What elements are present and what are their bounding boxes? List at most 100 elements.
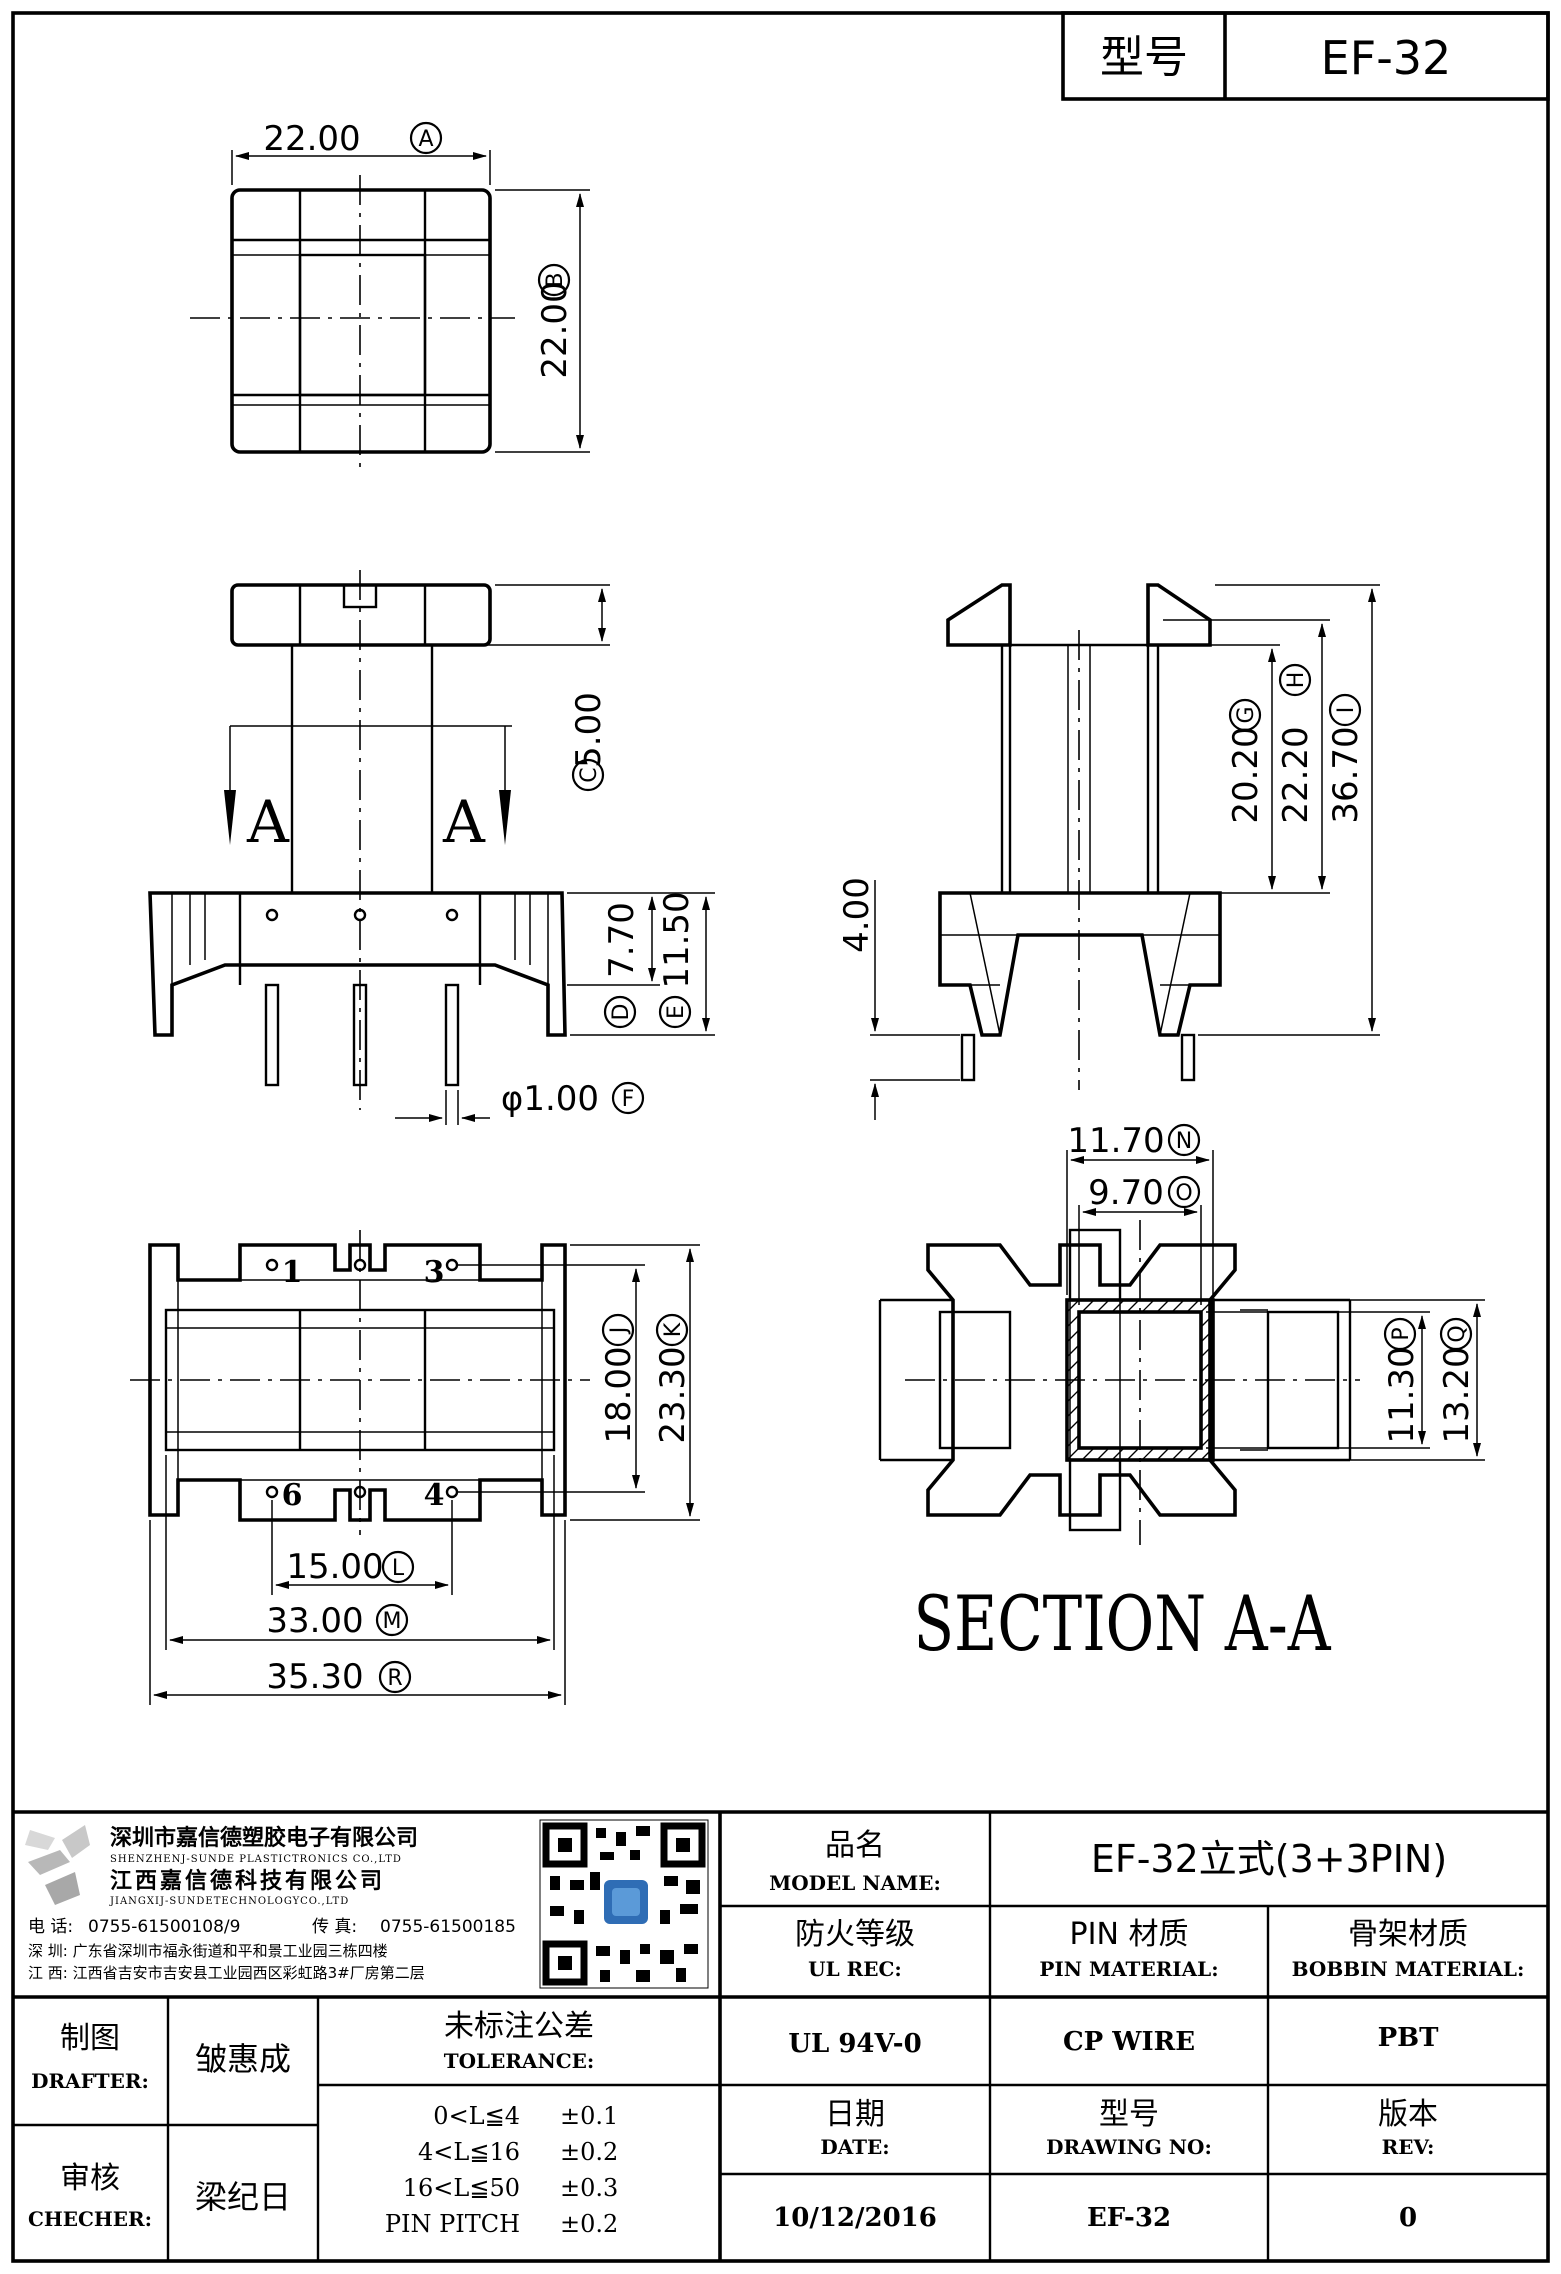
date-cn: 日期 bbox=[825, 2097, 885, 2132]
dim-e-circle bbox=[658, 995, 692, 1029]
checker-value: 梁纪日 bbox=[195, 2178, 291, 2216]
dim-m-value: 33.00 bbox=[266, 1601, 363, 1641]
dim-g-value: 20.20 bbox=[1226, 726, 1266, 823]
dim-d-value: 7.70 bbox=[602, 902, 642, 978]
model-name-en: MODEL NAME: bbox=[769, 1871, 941, 1895]
sheet-border bbox=[11, 11, 1550, 2263]
dim-n-letter: N bbox=[1176, 1129, 1192, 1154]
tolerance-range-3: 16<L≦50 bbox=[403, 2174, 520, 2202]
dim-c-circle bbox=[571, 758, 605, 792]
dim-b-letter: B bbox=[543, 272, 568, 287]
dim-q-value: 13.20 bbox=[1437, 1346, 1477, 1443]
dim-a-letter: A bbox=[418, 127, 433, 152]
dim-o-letter: O bbox=[1175, 1181, 1192, 1206]
section-mark-right: A bbox=[442, 788, 486, 856]
dim-g-letter: G bbox=[1234, 706, 1259, 723]
rev-value: 0 bbox=[1399, 2203, 1417, 2233]
dim-c-value: 5.00 bbox=[569, 692, 609, 768]
section-hatch bbox=[1066, 1299, 1214, 1461]
ul-rec-value: UL 94V-0 bbox=[788, 2029, 921, 2059]
tolerance-range-2: 4<L≦16 bbox=[418, 2138, 520, 2166]
dim-e-letter: E bbox=[664, 1005, 689, 1019]
bobbin-material-cn: 骨架材质 bbox=[1348, 1917, 1468, 1952]
dim-pin-offset-value: 4.00 bbox=[837, 877, 877, 953]
tolerance-value-4: ±0.2 bbox=[560, 2210, 618, 2238]
front-view: A A 5.00 C 7.70 D 11.50 E bbox=[148, 570, 715, 1125]
ul-rec-cn: 防火等级 bbox=[795, 1917, 915, 1952]
drawing-no-cn: 型号 bbox=[1099, 2097, 1159, 2132]
dim-g-circle bbox=[1228, 698, 1262, 732]
dim-q-circle bbox=[1439, 1317, 1473, 1351]
pin-number-6: 6 bbox=[282, 1478, 303, 1513]
dim-k-circle bbox=[655, 1313, 689, 1347]
company-name-sz: 深圳市嘉信德塑胶电子有限公司 bbox=[110, 1825, 418, 1851]
rev-cn: 版本 bbox=[1378, 2097, 1438, 2132]
dim-p-value: 11.30 bbox=[1382, 1346, 1422, 1443]
pin-number-3: 3 bbox=[424, 1255, 445, 1290]
fax-value: 0755-61500185 bbox=[380, 1917, 516, 1937]
phone-label: 电 话: bbox=[28, 1917, 73, 1937]
dim-d-letter: D bbox=[609, 1004, 634, 1021]
bottom-view: 1 3 6 4 18.00 J 23.30 K 15.00 L bbox=[130, 1230, 700, 1705]
dim-n-value: 11.70 bbox=[1067, 1121, 1164, 1161]
company-name-jx-en: JIANGXIJ-SUNDETECHNOLOGYCO.,LTD bbox=[109, 1896, 349, 1907]
tolerance-value-3: ±0.3 bbox=[560, 2174, 618, 2202]
header-model-label: 型号 bbox=[1100, 32, 1188, 83]
bobbin-material-en: BOBBIN MATERIAL: bbox=[1292, 1957, 1525, 1981]
title-block: 深圳市嘉信德塑胶电子有限公司 SHENZHENJ-SUNDE PLASTICTR… bbox=[13, 1810, 1548, 2261]
dim-d-circle bbox=[603, 995, 637, 1029]
dim-j-circle bbox=[601, 1313, 635, 1347]
checker-en: CHECHER: bbox=[28, 2207, 152, 2231]
dim-p-circle bbox=[1383, 1317, 1417, 1351]
dim-e-value: 11.50 bbox=[657, 891, 697, 988]
tolerance-range-4: PIN PITCH bbox=[385, 2210, 520, 2238]
dim-l-circle bbox=[381, 1550, 415, 1584]
header-model-box: 型号 EF-32 bbox=[1061, 11, 1550, 101]
tolerance-value-1: ±0.1 bbox=[560, 2102, 618, 2130]
dim-a-value: 22.00 bbox=[263, 119, 360, 159]
address-jx: 江 西: 江西省吉安市吉安县工业园西区彩虹路3#厂房第二层 bbox=[28, 1964, 425, 1982]
dim-i-value: 36.70 bbox=[1326, 726, 1366, 823]
dim-o-value: 9.70 bbox=[1088, 1173, 1164, 1213]
dim-l-value: 15.00 bbox=[286, 1547, 383, 1587]
pin-material-value: CP WIRE bbox=[1063, 2027, 1195, 2057]
dim-j-letter: J bbox=[607, 1327, 632, 1336]
pin-material-en: PIN MATERIAL: bbox=[1039, 1957, 1218, 1981]
header-model-value: EF-32 bbox=[1321, 31, 1452, 85]
tolerance-cn: 未标注公差 bbox=[444, 2009, 594, 2044]
dim-o-circle bbox=[1167, 1175, 1201, 1209]
date-en: DATE: bbox=[820, 2135, 889, 2159]
dim-h-letter: H bbox=[1284, 672, 1309, 689]
model-name-value: EF-32立式(3+3PIN) bbox=[1091, 1837, 1447, 1881]
dim-a-circle bbox=[409, 121, 443, 155]
pin-number-1: 1 bbox=[282, 1255, 303, 1290]
fax-label: 传 真: bbox=[312, 1917, 357, 1937]
section-title: SECTION A-A bbox=[913, 1581, 1331, 1669]
dim-r-letter: R bbox=[387, 1666, 402, 1691]
tolerance-en: TOLERANCE: bbox=[444, 2049, 595, 2073]
company-name-sz-en: SHENZHENJ-SUNDE PLASTICTRONICS CO.,LTD bbox=[110, 1854, 402, 1865]
dim-i-letter: I bbox=[1334, 707, 1359, 714]
section-mark-left: A bbox=[246, 788, 290, 856]
checker-cn: 审核 bbox=[60, 2161, 120, 2196]
bobbin-material-value: PBT bbox=[1378, 2023, 1440, 2053]
dim-f-value: φ1.00 bbox=[501, 1079, 599, 1119]
pin-number-4: 4 bbox=[424, 1478, 445, 1513]
dim-b-value: 22.00 bbox=[535, 281, 575, 378]
drawing-no-en: DRAWING NO: bbox=[1046, 2135, 1212, 2159]
phone-value: 0755-61500108/9 bbox=[88, 1917, 240, 1937]
ul-rec-en: UL REC: bbox=[808, 1957, 902, 1981]
side-view: 4.00 20.20 G 22.20 H 36.70 I bbox=[837, 583, 1380, 1120]
rev-en: REV: bbox=[1382, 2135, 1435, 2159]
dim-p-letter: P bbox=[1389, 1327, 1414, 1340]
drawing-no-value: EF-32 bbox=[1087, 2203, 1171, 2233]
dim-c-letter: C bbox=[577, 767, 602, 782]
date-value: 10/12/2016 bbox=[773, 2203, 937, 2233]
drafter-en: DRAFTER: bbox=[31, 2069, 149, 2093]
tolerance-value-2: ±0.2 bbox=[560, 2138, 618, 2166]
drafter-value: 皱惠成 bbox=[195, 2040, 291, 2078]
dim-m-letter: M bbox=[383, 1609, 402, 1634]
top-view: 22.00 A 22.00 B bbox=[190, 119, 590, 470]
address-sz: 深 圳: 广东省深圳市福永街道和平和景工业园三栋四楼 bbox=[28, 1942, 388, 1960]
